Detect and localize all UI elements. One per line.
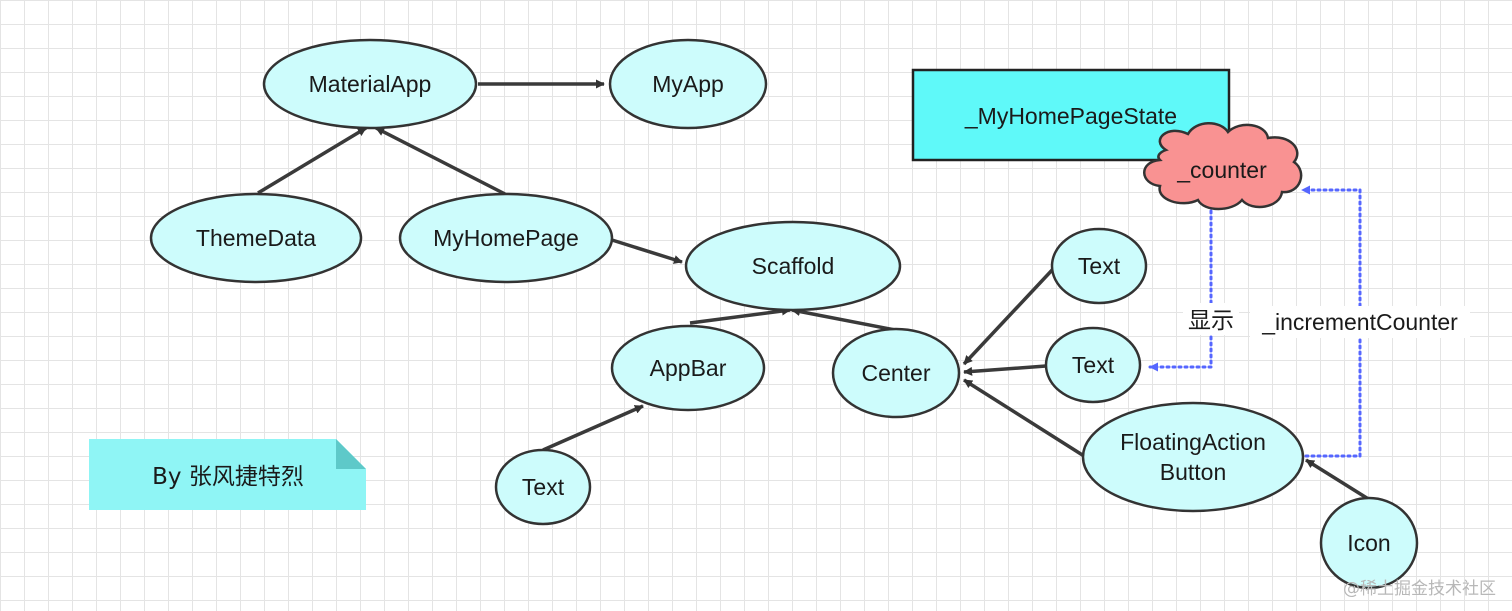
node-label: Scaffold — [752, 253, 835, 279]
node-appbar: AppBar — [610, 324, 766, 412]
edge-fab-to-center — [963, 378, 1085, 458]
node-themedata: ThemeData — [149, 192, 363, 284]
author-note: By 张风捷特烈 — [89, 439, 366, 510]
author-note-label: By 张风捷特烈 — [152, 464, 304, 490]
node-text-top: Text — [1050, 227, 1148, 305]
node-label: MyApp — [652, 71, 724, 97]
node-myapp: MyApp — [608, 38, 768, 130]
node-scaffold: Scaffold — [684, 220, 902, 312]
edge-myhomepage-to-scaffold — [611, 238, 683, 264]
node-label: ThemeData — [196, 225, 316, 251]
edge-themedata-to-materialapp — [257, 126, 367, 195]
node-label: Text — [522, 474, 565, 500]
node-label: AppBar — [650, 355, 727, 381]
node-label: Text — [1078, 253, 1121, 279]
edge-label-display: 显示 — [1188, 308, 1234, 334]
solid-edges — [257, 79, 1371, 502]
state-box-label: _MyHomePageState — [964, 103, 1177, 129]
node-myhomepage: MyHomePage — [398, 192, 614, 284]
node-text-mid: Text — [1044, 326, 1142, 404]
edge-icon-to-fab — [1305, 458, 1371, 502]
node-label: Center — [861, 360, 930, 386]
edge-center-to-scaffold — [791, 307, 896, 332]
edge-text-mid-to-center — [963, 364, 1047, 376]
watermark: @稀土掘金技术社区 — [1343, 579, 1496, 599]
node-label-line2: Button — [1160, 459, 1227, 485]
edge-label-bg — [1183, 303, 1239, 335]
edge-appbar-to-scaffold — [689, 306, 791, 325]
edge-appbar-text-to-appbar — [542, 404, 644, 452]
node-label: MaterialApp — [309, 71, 432, 97]
node-center: Center — [831, 327, 961, 419]
node-label: Text — [1072, 352, 1115, 378]
edge-myhomepage-to-materialapp — [375, 126, 506, 196]
edge-text-top-to-center — [962, 266, 1056, 366]
node-label: Icon — [1347, 530, 1390, 556]
edge-label-bg — [1250, 306, 1470, 338]
node-icon: Icon — [1319, 496, 1419, 590]
node-label: MyHomePage — [433, 225, 579, 251]
edge-label-increment: _incrementCounter — [1261, 309, 1458, 335]
counter-cloud-label: _counter — [1176, 157, 1267, 183]
node-materialapp: MaterialApp — [262, 38, 478, 130]
node-floating-action-button: FloatingAction Button — [1081, 401, 1305, 513]
edge-display-counter-to-text — [1148, 203, 1213, 372]
counter-cloud: _counter — [1143, 122, 1303, 211]
node-label-line1: FloatingAction — [1120, 429, 1266, 455]
node-appbar-text: Text — [494, 448, 592, 526]
